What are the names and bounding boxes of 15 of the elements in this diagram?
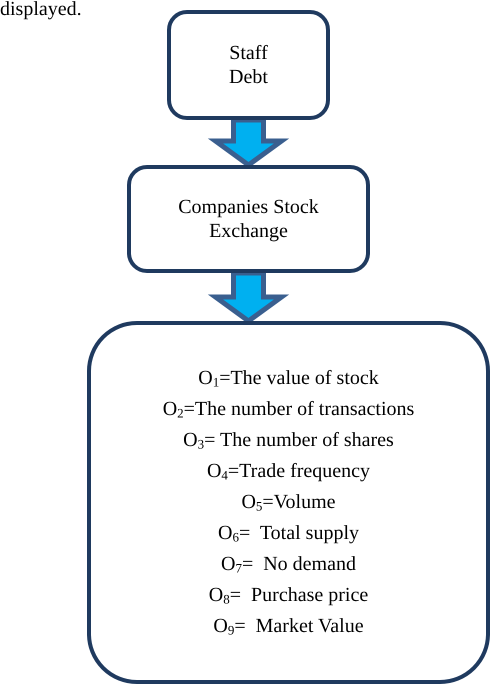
node-text: O$_{4}$=Trade frequency (206, 459, 370, 485)
rounded-box (127, 165, 370, 273)
node-text: O$_{9}$= Market Value (213, 614, 364, 640)
node-text: O$_{1}$=The value of stock (198, 366, 379, 392)
node-text: O$_{2}$=The number of transactions (162, 397, 414, 423)
node-text: Companies Stock Exchange (177, 195, 320, 243)
node-text: Staff Debt (228, 41, 269, 89)
node-text: O$_{5}$=Volume (241, 490, 336, 516)
node-text: O$_{3}$= The number of shares (183, 428, 394, 454)
node-text: O$_{6}$= Total supply (218, 521, 360, 547)
text-fragment: displayed. (0, 0, 82, 21)
rounded-box (87, 321, 490, 684)
node-text: O$_{8}$= Purchase price (208, 583, 368, 609)
node-text: O$_{7}$= No demand (221, 552, 356, 578)
rounded-box (167, 10, 330, 120)
